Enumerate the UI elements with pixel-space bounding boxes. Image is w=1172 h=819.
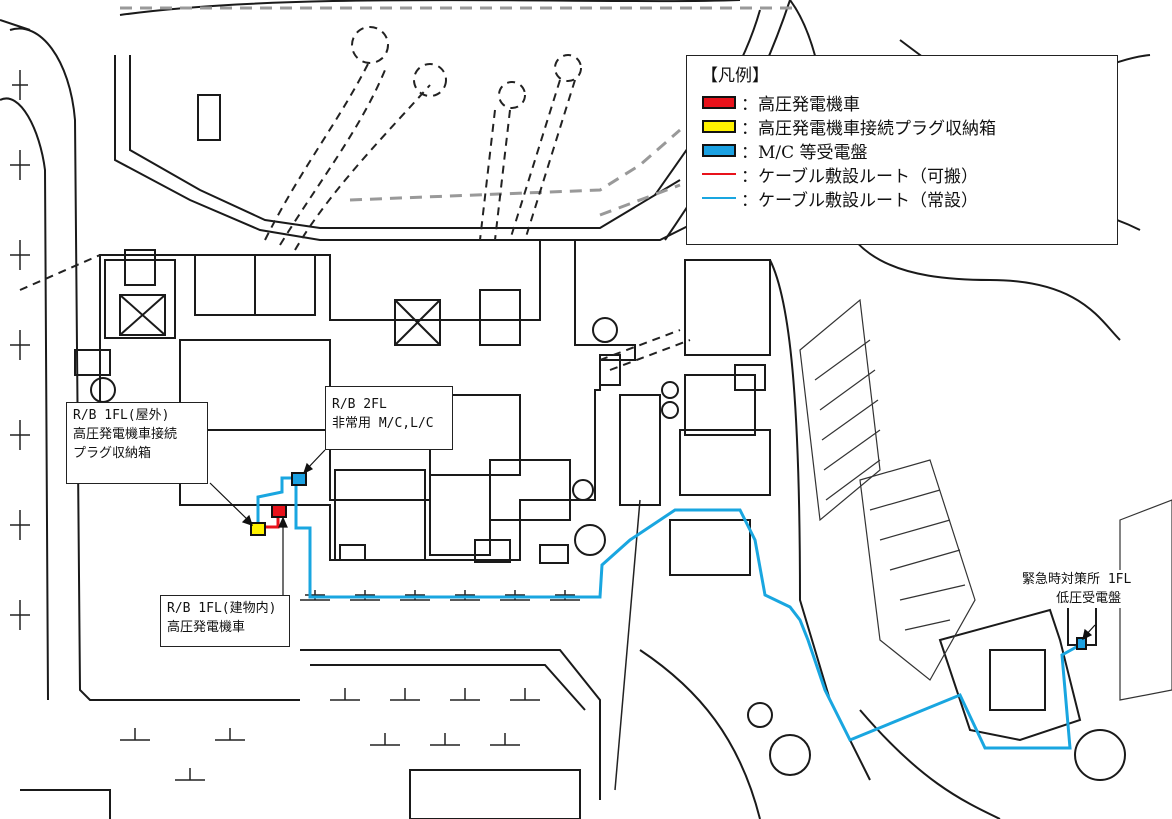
rb-2f-mc-panel-marker	[291, 472, 307, 486]
legend-item-permanent-route: ：ケーブル敷設ルート（常設）	[701, 186, 1103, 211]
legend-item-mc-panel: ：M/C 等受電盤	[701, 138, 1103, 163]
tree-symbols	[10, 70, 580, 781]
label-line: 低圧受電盤	[1056, 589, 1122, 608]
legend-item-label: ：高圧発電機車	[741, 94, 860, 115]
label-line: R/B 1FL(屋外)	[73, 408, 170, 423]
label-emergency-center: 緊急時対策所 1FL 低圧受電盤	[1020, 570, 1133, 608]
cliff-hatching	[799, 298, 1172, 701]
label-rb-1fl-outdoor: R/B 1FL(屋外) 高圧発電機車接続 プラグ収納箱	[66, 402, 208, 484]
label-line: 非常用 M/C,L/C	[332, 416, 434, 431]
label-line: R/B 2FL	[332, 397, 387, 412]
dashed-roads	[120, 6, 800, 217]
portable-route-line-icon	[701, 167, 737, 181]
label-line: 高圧発電機車接続	[73, 427, 178, 442]
label-line: プラグ収納箱	[73, 446, 152, 461]
plug-box-swatch-icon	[701, 119, 737, 133]
plug-storage-box-marker	[250, 522, 266, 536]
legend-item-label: ：ケーブル敷設ルート（常設）	[741, 190, 978, 211]
high-voltage-generator-marker	[271, 504, 287, 518]
map-legend: 【凡例】 ：高圧発電機車 ：高圧発電機車接続プラグ収納箱 ：M/C 等受電盤 ：…	[686, 55, 1118, 245]
permanent-cable-route-rb	[256, 476, 298, 527]
legend-item-plug-box: ：高圧発電機車接続プラグ収納箱	[701, 114, 1103, 139]
vertical-utility-line	[614, 499, 641, 791]
dashed-paths	[19, 26, 691, 371]
legend-item-label: ：ケーブル敷設ルート（可搬）	[741, 166, 978, 187]
emergency-low-voltage-panel-marker	[1076, 637, 1087, 650]
permanent-cable-route-main	[294, 486, 1081, 750]
legend-item-label: ：高圧発電機車接続プラグ収納箱	[741, 118, 996, 139]
legend-title: 【凡例】	[701, 66, 769, 86]
label-line: 高圧発電機車	[167, 620, 246, 635]
generator-swatch-icon	[701, 95, 737, 109]
label-rb-1fl-indoor: R/B 1FL(建物内) 高圧発電機車	[160, 595, 290, 647]
legend-item-generator: ：高圧発電機車	[701, 90, 1103, 115]
mc-panel-swatch-icon	[701, 143, 737, 157]
label-line: R/B 1FL(建物内)	[167, 601, 277, 616]
label-line: 緊急時対策所 1FL	[1022, 570, 1132, 589]
legend-item-label: ：M/C 等受電盤	[741, 142, 868, 163]
legend-item-portable-route: ：ケーブル敷設ルート（可搬）	[701, 162, 1103, 187]
label-rb-2fl: R/B 2FL 非常用 M/C,L/C	[325, 386, 453, 450]
callout-leaders	[209, 449, 1096, 641]
permanent-route-line-icon	[701, 191, 737, 205]
